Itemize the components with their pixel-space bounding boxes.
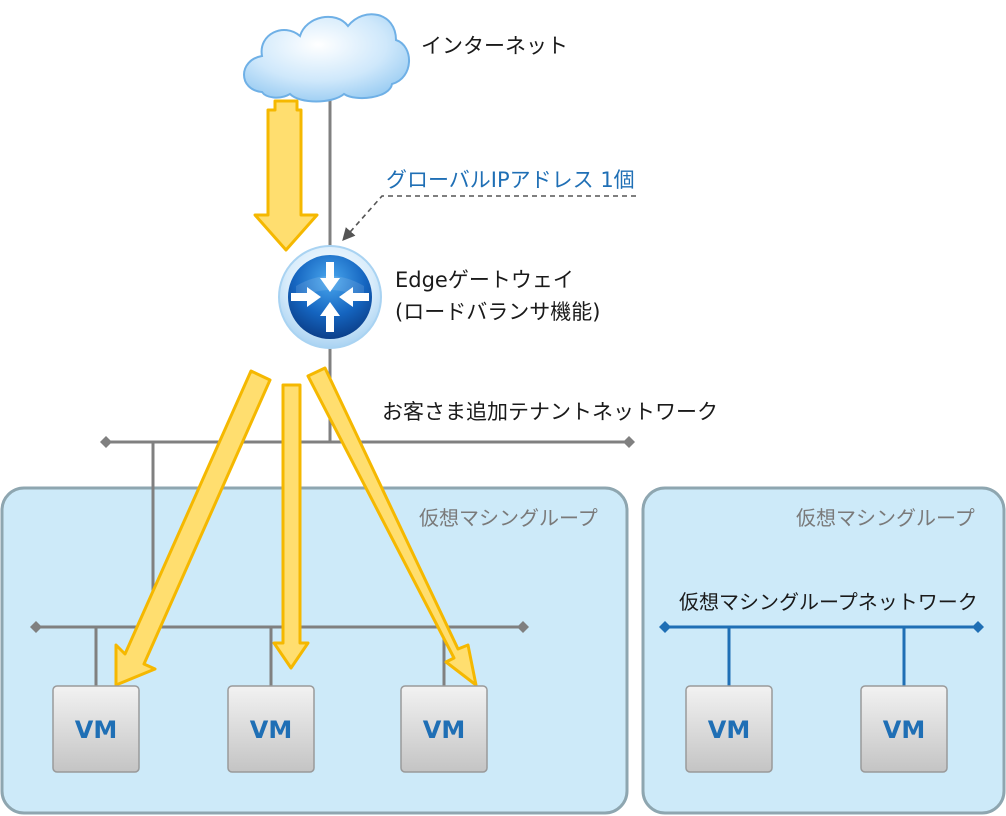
tenant-network-line xyxy=(100,436,635,448)
vm-label: VM xyxy=(250,716,292,744)
balanced-traffic-arrow xyxy=(272,383,310,670)
vm-label: VM xyxy=(708,716,750,744)
edge-gateway-function: (ロードバランサ機能) xyxy=(395,300,601,324)
router-icon xyxy=(278,245,382,349)
group-network-label: 仮想マシングループネットワーク xyxy=(679,590,978,614)
vm-label: VM xyxy=(423,716,465,744)
vm-box: VM xyxy=(685,685,773,773)
vm-box: VM xyxy=(860,685,948,773)
balanced-traffic-arrow xyxy=(114,369,272,687)
edge-gateway-name: Edgeゲートウェイ xyxy=(395,268,574,292)
global-ip-label: グローバルIPアドレス 1個 xyxy=(386,168,635,192)
vm-box: VM xyxy=(52,685,140,773)
inbound-traffic-arrow xyxy=(253,99,319,252)
vm-label: VM xyxy=(883,716,925,744)
vm-group-right-title: 仮想マシングループ xyxy=(796,506,975,530)
annotation-pointer xyxy=(342,195,636,241)
vm-group-left-title: 仮想マシングループ xyxy=(419,506,598,530)
cloud-icon xyxy=(243,13,410,103)
edge-gateway-label: Edgeゲートウェイ (ロードバランサ機能) xyxy=(395,264,600,328)
internet-label: インターネット xyxy=(421,34,568,58)
group-network-line xyxy=(659,621,984,633)
balanced-traffic-arrow xyxy=(306,366,478,687)
vm-box: VM xyxy=(400,685,488,773)
vm-label: VM xyxy=(75,716,117,744)
vm-box: VM xyxy=(227,685,315,773)
tenant-network-label: お客さま追加テナントネットワーク xyxy=(382,400,718,424)
